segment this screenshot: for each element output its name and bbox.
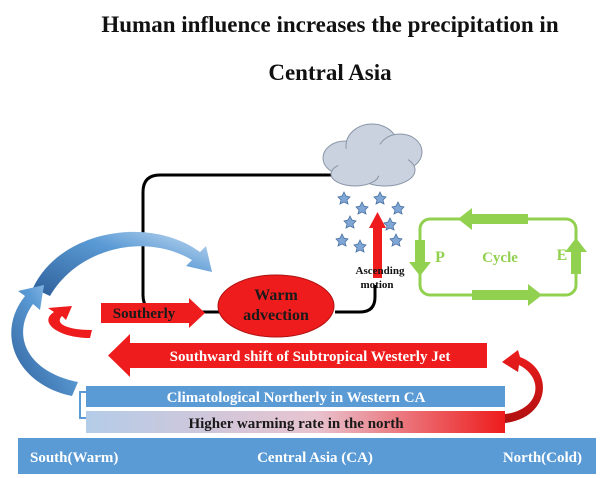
precipitation-icon — [335, 191, 405, 253]
bracket — [79, 391, 86, 419]
title-line-1: Human influence increases the precipitat… — [101, 12, 559, 37]
warming-bar — [86, 411, 505, 433]
cycle-label: Cycle — [482, 250, 518, 266]
cycle-p-label: P — [435, 249, 445, 266]
cloud-icon — [322, 123, 423, 187]
warming-label: Higher warming rate in the north — [188, 416, 404, 432]
red-left-curved-arrow — [48, 306, 92, 338]
axis-south-label: South(Warm) — [30, 450, 118, 466]
jet-label: Southward shift of Subtropical Westerly … — [170, 349, 451, 365]
southerly-label: Southerly — [113, 306, 176, 322]
title-line-2: Central Asia — [268, 60, 392, 85]
ascending-motion-arrow — [369, 212, 386, 278]
northerly-label: Climatological Northerly in Western CA — [167, 390, 426, 406]
warm-label-2: advection — [243, 307, 309, 324]
warm-advection-ellipse — [217, 274, 335, 338]
blue-curved-arrow — [33, 231, 212, 296]
circulation-loop-lower — [335, 285, 377, 314]
southerly-arrow — [101, 298, 205, 328]
latitude-axis-bar — [18, 438, 596, 474]
blue-left-arrow — [11, 285, 78, 396]
jet-shift-arrow — [108, 334, 487, 377]
ascending-label-1: Ascending — [356, 265, 405, 277]
cycle-e-label: E — [557, 247, 568, 264]
axis-north-label: North(Cold) — [503, 450, 582, 466]
warm-label-1: Warm — [254, 287, 298, 304]
northerly-bar — [86, 386, 505, 407]
water-cycle-diagram — [409, 208, 587, 306]
ascending-label-2: motion — [361, 279, 394, 291]
red-right-curved-arrow — [502, 350, 543, 423]
axis-center-label: Central Asia (CA) — [257, 450, 373, 466]
